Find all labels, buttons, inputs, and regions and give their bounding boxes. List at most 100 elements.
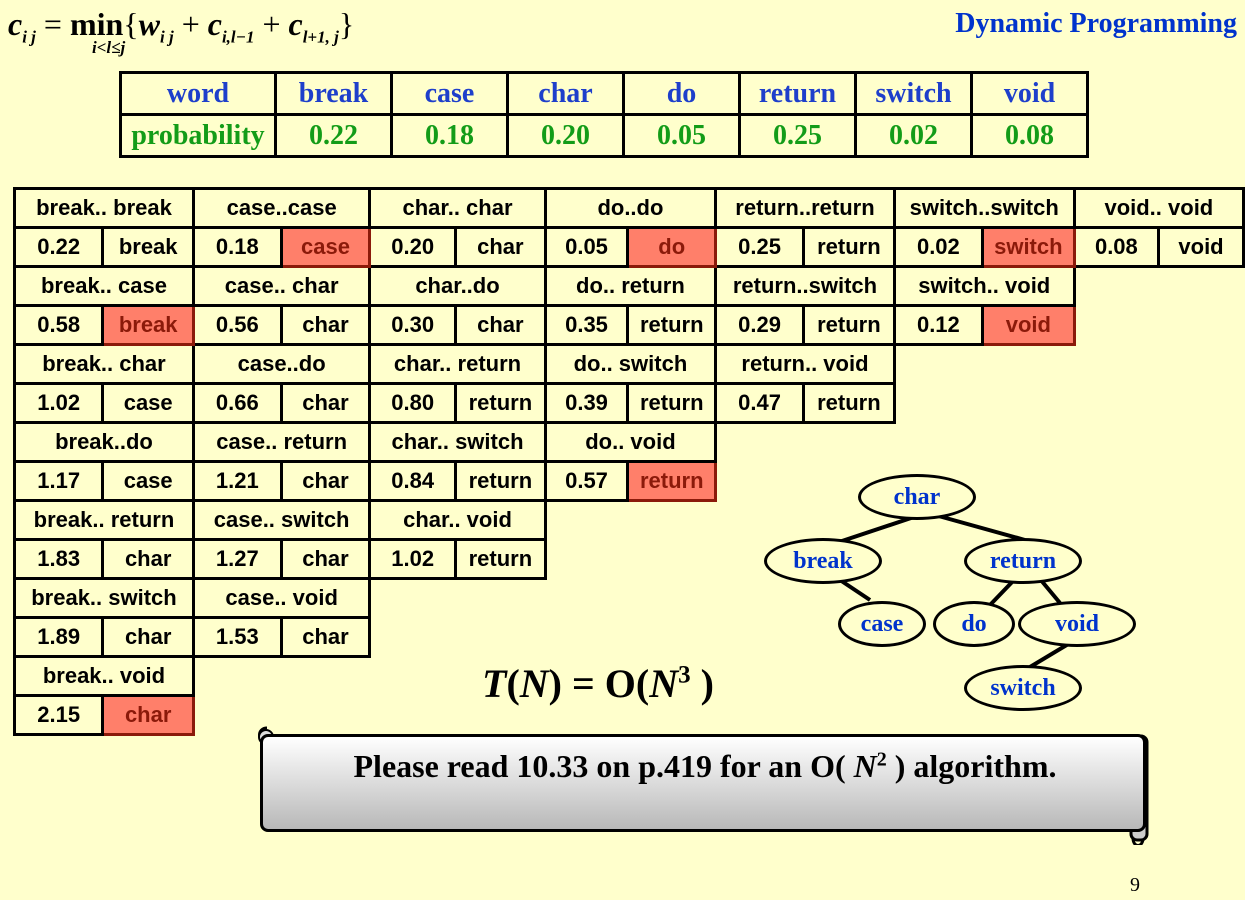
dp-root-cell: void [980,304,1076,346]
dp-root-cell: return [454,382,547,424]
dp-range-label: return.. void [714,343,896,385]
dp-root-cell: return [626,304,718,346]
dp-cost-cell: 0.84 [368,460,458,502]
dp-cost-cell: 1.27 [191,538,283,580]
dp-cost-cell: 2.15 [12,694,105,736]
word-cell-0: break [274,71,393,116]
page-title: Dynamic Programming [955,8,1237,39]
dp-root-cell: char [101,616,195,658]
dp-root-cell: char [279,616,372,658]
formula-equals: = [43,6,62,42]
tree-node-void: void [1018,601,1136,647]
dp-range-label: case.. char [191,265,372,307]
note-exp: 2 [876,748,887,771]
probability-cell-6: 0.08 [970,113,1089,158]
complexity-t: T [482,661,507,706]
probability-cell-4: 0.25 [738,113,857,158]
dp-root-cell: char [454,226,547,268]
dp-range-label: char.. char [368,187,547,229]
dp-root-cell: return [454,538,547,580]
tree-node-switch: switch [964,665,1082,711]
edge-break-case [838,578,872,602]
formula-plus-1: + [181,6,200,42]
dp-range-label: do.. switch [543,343,718,385]
probability-cell-3: 0.05 [622,113,741,158]
note-n: N [853,748,877,784]
formula-main: ci j = min{wi j + ci,l−1 + cl+1, j} [8,6,354,47]
dp-cost-cell: 0.30 [368,304,458,346]
dp-root-cell: char [279,304,372,346]
dp-cost-cell: 1.83 [12,538,105,580]
dp-range-label: do..do [543,187,718,229]
dp-cost-cell: 0.05 [543,226,630,268]
probability-cell-1: 0.18 [390,113,509,158]
tree-edges [829,513,1072,669]
dp-cost-cell: 1.17 [12,460,105,502]
word-cell-5: switch [854,71,973,116]
formula-lhs: c [8,6,23,42]
scroll-body [260,734,1146,832]
probability-cell-2: 0.20 [506,113,625,158]
edge-return-void [1038,577,1062,605]
dp-cost-cell: 0.02 [892,226,984,268]
dp-cost-cell: 0.25 [714,226,805,268]
dp-cost-cell: 1.02 [12,382,105,424]
dp-range-label: case.. return [191,421,372,463]
probability-cell-0: 0.22 [274,113,393,158]
dp-range-label: void.. void [1072,187,1245,229]
dp-cost-cell: 0.39 [543,382,630,424]
edge-char-return [934,513,1026,542]
dp-cost-cell: 0.18 [191,226,283,268]
dp-root-cell: char [279,382,372,424]
dp-range-label: char.. void [368,499,547,541]
complexity-label: T(N) = O(N3 ) [482,661,714,706]
page-number: 9 [1130,874,1140,896]
dp-root-cell: return [801,304,896,346]
formula-w-sub: i j [160,27,174,47]
dp-root-cell: void [1157,226,1245,268]
cost-formula: ci j = min{wi j + ci,l−1 + cl+1, j} i<l≤… [8,2,428,62]
word-cell-1: case [390,71,509,116]
dp-range-label: switch..switch [892,187,1076,229]
dp-root-cell: return [801,382,896,424]
dp-range-label: break.. switch [13,577,195,619]
tree-node-case: case [838,601,926,647]
note-text: Please read 10.33 on p.419 for an O( N2 … [255,748,1155,785]
dp-cost-cell: 0.56 [191,304,283,346]
dp-root-cell: char [101,538,195,580]
probability-header: probability [119,113,277,158]
note-scroll: Please read 10.33 on p.419 for an O( N2 … [255,720,1155,845]
dp-cost-cell: 0.80 [368,382,458,424]
tree-node-do: do [933,601,1015,647]
dp-root-cell: case [279,226,372,268]
complexity-mid: ) = O( [548,661,650,706]
dp-cost-cell: 1.53 [191,616,283,658]
complexity-close: ) [690,661,714,706]
dp-cost-cell: 0.22 [12,226,105,268]
dp-range-label: case..do [191,343,372,385]
dp-root-cell: break [101,226,195,268]
dp-root-cell: char [101,694,195,736]
dp-cost-cell: 0.35 [543,304,630,346]
dp-range-label: switch.. void [892,265,1076,307]
dp-range-label: break..do [13,421,195,463]
word-header: word [119,71,277,116]
dp-root-cell: switch [980,226,1076,268]
dp-cost-cell: 0.20 [368,226,458,268]
complexity-n2: N [649,661,679,706]
dp-range-label: return..return [714,187,896,229]
formula-c2-sub: l+1, j [302,27,339,47]
dp-root-cell: char [454,304,547,346]
dp-cost-cell: 1.02 [368,538,458,580]
word-cell-2: char [506,71,625,116]
dp-range-label: char.. switch [368,421,547,463]
dp-range-label: case.. void [191,577,372,619]
dp-root-cell: do [626,226,718,268]
dp-label-row: break.. void [13,655,1244,697]
